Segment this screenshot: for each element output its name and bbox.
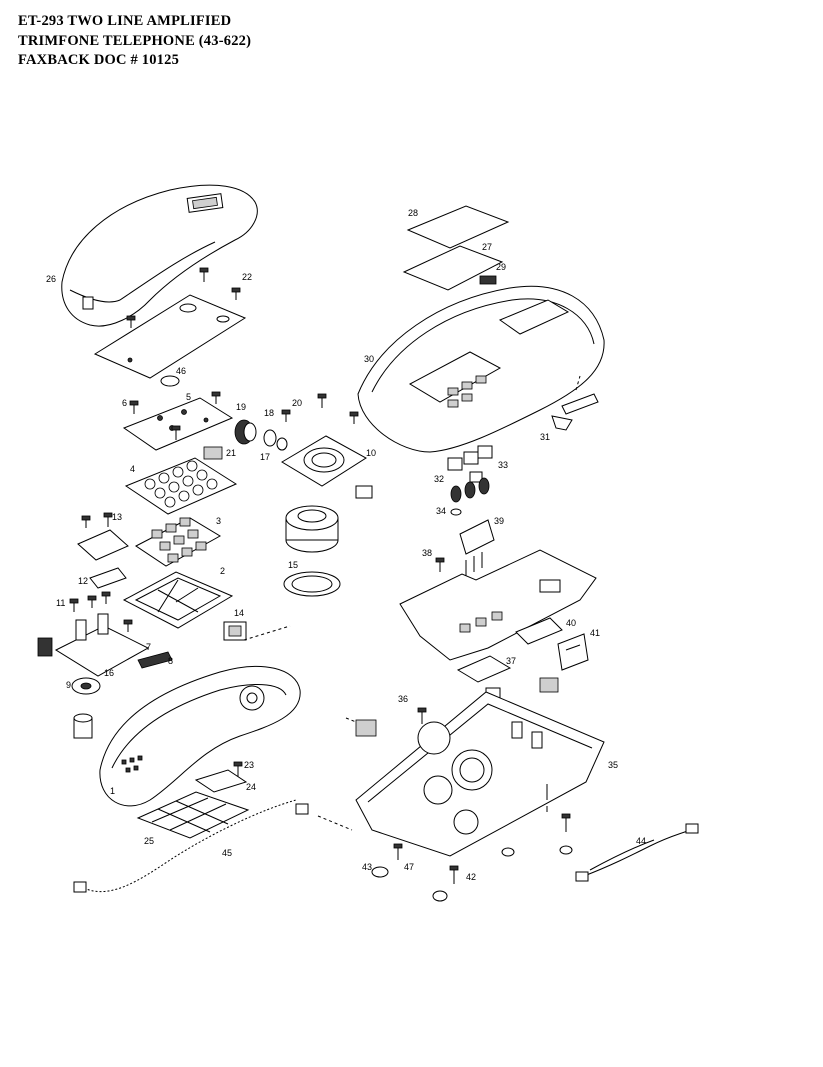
base-jack xyxy=(539,677,559,693)
part-8-contact-strip xyxy=(137,651,173,669)
keypad-frame xyxy=(122,571,234,629)
part-18-washer xyxy=(263,429,277,447)
part-29-lens xyxy=(479,275,497,285)
part-44-line-cord xyxy=(575,823,699,882)
part-34-springs xyxy=(450,477,490,516)
callout-11: 11 xyxy=(56,598,65,608)
coiled-cord-plug-a xyxy=(295,803,309,815)
callout-22: 22 xyxy=(242,272,252,282)
callout-42: 42 xyxy=(466,872,476,882)
callout-15: 15 xyxy=(288,560,298,570)
base-top-housing xyxy=(357,285,605,453)
ringer-speaker xyxy=(285,505,339,553)
base-main-pcb xyxy=(399,549,597,661)
part-27-card xyxy=(402,245,504,291)
base-bottom-housing xyxy=(355,691,605,857)
handset-plate xyxy=(93,294,247,379)
callout-38: 38 xyxy=(422,548,432,558)
callout-33: 33 xyxy=(498,460,508,470)
part-28-window xyxy=(406,205,510,249)
callout-41: 41 xyxy=(590,628,600,638)
part-10-ringer-frame xyxy=(281,435,373,499)
handset-bottom-housing xyxy=(99,666,301,807)
callout-8: 8 xyxy=(168,656,173,666)
callout-35: 35 xyxy=(608,760,618,770)
part-17-washer xyxy=(276,437,288,451)
part-42-foot xyxy=(432,890,448,902)
callout-45: 45 xyxy=(222,848,232,858)
part-19-volume-wheel xyxy=(234,419,257,445)
handset-top-cover xyxy=(61,184,258,327)
title-line-model: ET-293 TWO LINE AMPLIFIED xyxy=(18,13,232,29)
callout-39: 39 xyxy=(494,516,504,526)
callout-13: 13 xyxy=(112,512,122,522)
side-jack xyxy=(355,719,377,737)
parts-32-33-line-keys xyxy=(447,445,493,483)
screws-11 xyxy=(69,591,133,632)
title-line-product: TRIMFONE TELEPHONE (43-622) xyxy=(18,32,252,49)
part-43-foot xyxy=(371,866,389,878)
rubber-keypad xyxy=(124,457,238,515)
part-callouts: 1 2 3 4 5 6 7 8 9 10 11 12 13 14 15 16 1… xyxy=(46,208,646,882)
callout-34: 34 xyxy=(436,506,446,516)
handset-inner-bracket xyxy=(37,613,150,677)
callout-25: 25 xyxy=(144,836,154,846)
callout-46: 46 xyxy=(176,366,186,376)
handset-pcb xyxy=(122,391,234,451)
callout-16: 16 xyxy=(104,668,114,678)
callout-27: 27 xyxy=(482,242,492,252)
callout-31: 31 xyxy=(540,432,550,442)
callout-10: 10 xyxy=(366,448,376,458)
callout-47: 47 xyxy=(404,862,414,872)
title-line-doc-number: FAXBACK DOC # 10125 xyxy=(18,52,180,68)
callout-44: 44 xyxy=(636,836,646,846)
callout-26: 26 xyxy=(46,274,56,284)
part-46-spring xyxy=(160,375,180,387)
callout-9: 9 xyxy=(66,680,71,690)
part-31-hook xyxy=(551,393,599,431)
part-9-receiver xyxy=(71,677,101,739)
callout-7: 7 xyxy=(146,642,151,652)
part-37-board xyxy=(456,655,512,683)
callout-37: 37 xyxy=(506,656,516,666)
callout-32: 32 xyxy=(434,474,444,484)
callout-17: 17 xyxy=(260,452,270,462)
screws-22 xyxy=(126,267,241,328)
part-13-bracket xyxy=(77,529,129,561)
part-41-clip xyxy=(557,633,589,671)
part-45-coiled-cord xyxy=(83,799,297,893)
callout-3: 3 xyxy=(216,516,221,526)
callout-20: 20 xyxy=(292,398,302,408)
part-40-jack-block xyxy=(515,617,563,645)
callout-1: 1 xyxy=(110,786,115,796)
part-12-switch xyxy=(89,567,127,589)
coiled-cord-plug-b xyxy=(73,881,87,893)
callout-21: 21 xyxy=(226,448,236,458)
callout-14: 14 xyxy=(234,608,244,618)
document-title-block: ET-293 TWO LINE AMPLIFIED TRIMFONE TELEP… xyxy=(18,12,251,71)
callout-36: 36 xyxy=(398,694,408,704)
callout-40: 40 xyxy=(566,618,576,628)
callout-28: 28 xyxy=(408,208,418,218)
callout-4: 4 xyxy=(130,464,135,474)
callout-29: 29 xyxy=(496,262,506,272)
callout-18: 18 xyxy=(264,408,274,418)
callout-6: 6 xyxy=(122,398,127,408)
part-24-plate xyxy=(194,769,248,793)
callout-5: 5 xyxy=(186,392,191,402)
callout-24: 24 xyxy=(246,782,256,792)
part-39-bracket xyxy=(459,519,495,555)
callout-23: 23 xyxy=(244,760,254,770)
part-25-label-card xyxy=(136,791,250,839)
callout-30: 30 xyxy=(364,354,374,364)
key-button-set xyxy=(135,517,221,567)
callout-12: 12 xyxy=(78,576,88,586)
part-21-clip xyxy=(203,446,223,460)
callout-43: 43 xyxy=(362,862,372,872)
callout-2: 2 xyxy=(220,566,225,576)
callout-19: 19 xyxy=(236,402,246,412)
